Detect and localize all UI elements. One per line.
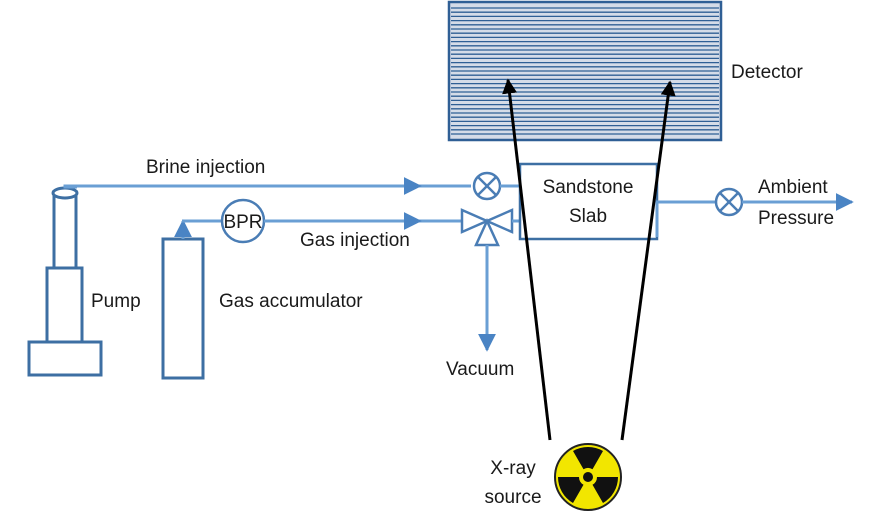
brine-injection-line <box>63 184 471 189</box>
xray-beam-right <box>620 80 676 441</box>
detector-stripes <box>451 7 719 135</box>
gas-accumulator-label: Gas accumulator <box>219 291 363 312</box>
gas-injection-label: Gas injection <box>300 230 410 251</box>
vacuum-label: Vacuum <box>446 359 514 380</box>
sandstone-label-line1: Sandstone <box>543 177 634 198</box>
gas-accumulator <box>161 237 205 380</box>
xray-label-line2: source <box>484 487 541 508</box>
pump-label: Pump <box>91 291 141 312</box>
ambient-label-line1: Ambient <box>758 177 828 198</box>
sandstone-slab <box>518 162 659 241</box>
brine-injection-label: Brine injection <box>146 157 265 178</box>
radiation-trefoil-icon <box>554 443 622 511</box>
circle-cross-valve-icon <box>472 171 502 201</box>
xray-beam-left <box>502 78 552 441</box>
outlet-valve-icon <box>714 187 744 217</box>
three-way-valve-icon <box>460 208 514 247</box>
detector-label: Detector <box>731 62 803 83</box>
trefoil-blade <box>573 447 603 470</box>
pump <box>27 186 103 377</box>
bpr-label: BPR <box>223 212 262 233</box>
detector <box>447 0 723 142</box>
ambient-label-line2: Pressure <box>758 208 834 229</box>
trefoil-blade <box>592 477 618 503</box>
slab-outlet-line <box>655 200 716 237</box>
sandstone-label-line2: Slab <box>569 206 607 227</box>
xray-label-line1: X-ray <box>490 458 536 479</box>
trefoil-blade <box>558 477 584 503</box>
